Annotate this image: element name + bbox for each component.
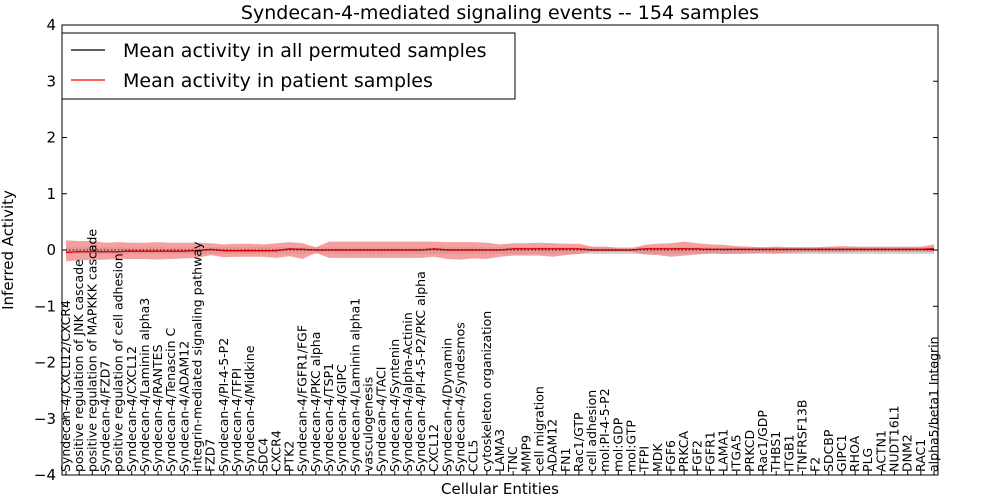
x-tick-label: Syndecan-4/FGFR1/FGF [295, 325, 310, 472]
legend-label-patient: Mean activity in patient samples [123, 70, 433, 92]
x-tick-label: Syndecan-4/PKC alpha [308, 332, 323, 472]
y-tick-label: −4 [34, 466, 56, 484]
legend-label-permuted: Mean activity in all permuted samples [123, 40, 486, 62]
x-tick-label: CXCR4 [268, 430, 283, 472]
y-tick-label: 4 [46, 16, 56, 34]
x-tick-label: CXCL12 [426, 424, 441, 472]
x-tick-label: RAC1 [913, 439, 928, 472]
x-tick-label: FZD7 [203, 439, 218, 472]
x-tick-label: TNC [505, 446, 520, 473]
x-tick-label: alpha5/beta1 Integrin [926, 336, 941, 472]
x-tick-label: FGFR1 [702, 431, 717, 472]
x-tick-label: CCL5 [466, 440, 481, 472]
legend-box [61, 32, 516, 100]
x-tick-label: cell adhesion [584, 390, 599, 472]
x-tick-label: Syndecan-4/TACI [374, 367, 389, 472]
x-tick-label: FN1 [558, 448, 573, 473]
x-tick-label: Syndecan-4/Dynamin [439, 338, 454, 472]
x-tick-label: mol:GDP [610, 417, 625, 472]
x-tick-label: ITGA5 [729, 434, 744, 472]
x-tick-label: Syndecan-4/PI-4-5-P2/PKC alpha [413, 271, 428, 472]
plot-area [62, 240, 938, 262]
x-tick-label: Syndecan-4/Laminin alpha3 [137, 298, 152, 472]
x-tick-label: mol:GTP [624, 420, 639, 472]
y-tick-label: 1 [46, 185, 56, 203]
y-tick-label: −2 [34, 354, 56, 372]
x-tick-label: PRKCD [742, 430, 757, 472]
x-tick-label: cytoskeleton organization [479, 311, 494, 472]
x-tick-label: Syndecan-4/CXCL12 [124, 346, 139, 472]
x-tick-label: TNFRSF13B [795, 400, 810, 473]
x-tick-label: ITGB1 [781, 434, 796, 472]
x-tick-label: ADAM12 [545, 419, 560, 472]
x-tick-label: RHOA [847, 435, 862, 472]
x-tick-label: Syndecan-4/CXCL12/CXCR4 [58, 300, 73, 472]
x-tick-label: Syndecan-4/TSP1 [321, 363, 336, 472]
x-tick-label: ACTN1 [873, 430, 888, 472]
x-tick-label: positive regulation of MAPKKK cascade [84, 229, 99, 472]
x-tick-label: Syndecan-4/Syndesmos [453, 322, 468, 472]
x-tick-label: TFPI [637, 446, 652, 473]
x-tick-label: MDK [650, 443, 665, 472]
x-tick-label: Syndecan-4/FZD7 [98, 361, 113, 472]
chart-title: Syndecan-4-mediated signaling events -- … [241, 2, 759, 24]
x-tick-label: Syndecan-4/PI-4-5-P2 [216, 338, 231, 472]
x-tick-label: GIPC1 [834, 434, 849, 472]
x-tick-label: Syndecan-4/Laminin alpha1 [347, 298, 362, 472]
x-tick-label: PLG [860, 448, 875, 472]
x-tick-label: LAMA3 [492, 429, 507, 472]
x-tick-label: Syndecan-4/alpha-Actinin [400, 312, 415, 472]
y-tick-label: 0 [46, 241, 56, 259]
y-tick-label: −3 [34, 410, 56, 428]
y-axis-label: Inferred Activity [0, 190, 17, 310]
x-tick-label: cell migration [532, 386, 547, 472]
x-axis-label: Cellular Entities [441, 480, 559, 498]
x-tick-label: Rac1/GTP [571, 412, 586, 472]
x-tick-label: Syndecan-4/Tenascin C [163, 327, 178, 472]
y-tick-label: −1 [34, 297, 56, 315]
y-tick-label: 2 [46, 129, 56, 147]
x-tick-label: Syndecan-4/ADAM12 [176, 341, 191, 472]
x-tick-label: SDC4 [255, 438, 270, 472]
x-tick-label: NUDT16L1 [887, 405, 902, 472]
x-tick-label: PRKCA [676, 431, 691, 472]
x-tick-label: Syndecan-4/Midkine [242, 345, 257, 472]
x-tick-label: positive regulation of cell adhesion [111, 253, 126, 472]
x-tick-label: DNM2 [900, 434, 915, 472]
x-tick-label: vasculogenesis [361, 377, 376, 472]
x-tick-label: Syndecan-4/TFPI [229, 368, 244, 472]
x-tick-label: MMP9 [518, 435, 533, 472]
x-tick-label: PTK2 [282, 441, 297, 472]
x-tick-label: Rac1/GDP [755, 410, 770, 472]
x-tick-label: THBS1 [768, 431, 783, 473]
x-tick-label: F2 [808, 457, 823, 472]
x-tick-label: FGF2 [689, 440, 704, 472]
y-axis: −4 −3 −2 −1 0 1 2 3 4 [34, 16, 938, 484]
legend: Mean activity in all permuted samples Me… [61, 32, 516, 100]
x-tick-label: Syndecan-4/RANTES [150, 344, 165, 472]
x-tick-label: SDCBP [821, 429, 836, 472]
x-tick-label: positive regulation of JNK cascade [71, 259, 86, 472]
x-tick-label: mol:PI-4-5-P2 [597, 388, 612, 472]
x-tick-label: integrin-mediated signaling pathway [190, 241, 205, 472]
patient-range-band [66, 240, 934, 262]
x-tick-label: Syndecan-4/GIPC [334, 364, 349, 472]
x-tick-label: Syndecan-4/Syntenin [387, 339, 402, 472]
y-tick-label: 3 [46, 72, 56, 90]
x-tick-label: LAMA1 [716, 429, 731, 472]
x-tick-label: FGF6 [663, 440, 678, 472]
